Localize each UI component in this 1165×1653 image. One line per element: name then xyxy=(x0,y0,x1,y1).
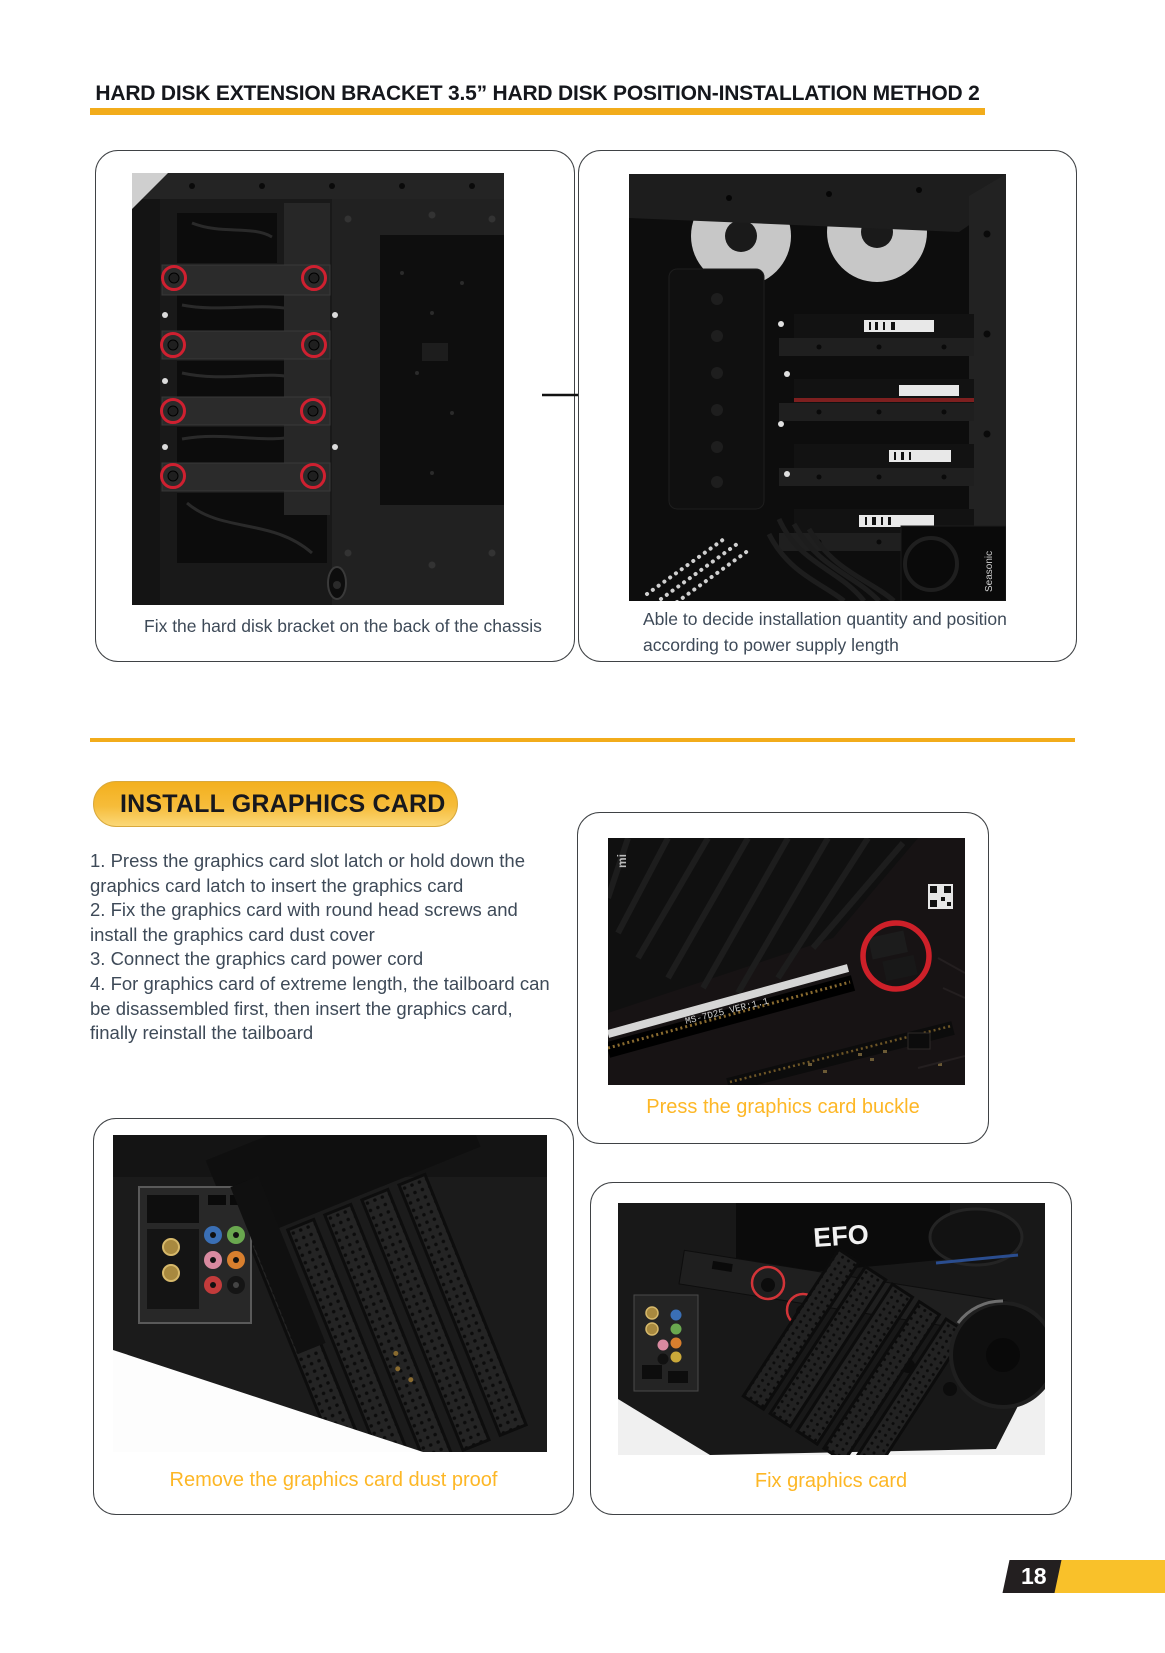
io-backplate xyxy=(138,1186,252,1324)
section-heading-label: INSTALL GRAPHICS CARD xyxy=(120,789,446,818)
card-install-quantity: Seasonic Able to decide installation qua… xyxy=(578,150,1077,662)
board-components xyxy=(808,957,965,1073)
qr-code xyxy=(928,884,953,909)
photo-rear-io xyxy=(113,1135,547,1452)
card-fix-bracket: Fix the hard disk bracket on the back of… xyxy=(95,150,575,662)
step-item: 1. Press the graphics card slot latch or… xyxy=(90,850,525,896)
section-heading-install-graphics-card: INSTALL GRAPHICS CARD xyxy=(93,781,458,827)
antenna-connector xyxy=(162,1238,180,1256)
photo-fix-graphics: EFO xyxy=(618,1203,1045,1455)
audio-jacks xyxy=(204,1226,245,1294)
gpu-brand-label: EFO xyxy=(812,1219,869,1253)
page-title: HARD DISK EXTENSION BRACKET 3.5” HARD DI… xyxy=(95,82,980,105)
antenna-connector xyxy=(162,1264,180,1282)
screw-highlight-circles xyxy=(160,265,327,489)
title-underline xyxy=(90,108,985,115)
psu xyxy=(900,525,1006,601)
step-item: 4. For graphics card of extreme length, … xyxy=(90,972,550,1044)
chassis-back-image xyxy=(132,173,504,605)
photo-chassis-back xyxy=(132,173,504,605)
caption-install-quantity: Able to decide installation quantity and… xyxy=(643,609,1007,656)
caption-remove-dust-proof: Remove the graphics card dust proof xyxy=(169,1469,498,1491)
rear-fan xyxy=(949,1299,1045,1409)
card-remove-dust-proof: Remove the graphics card dust proof xyxy=(93,1118,574,1515)
page-number: 18 xyxy=(1021,1563,1047,1589)
slot-covers xyxy=(741,1247,969,1455)
panel-holes xyxy=(162,312,338,450)
install-steps: 1. Press the graphics card slot latch or… xyxy=(90,849,557,1046)
cpu-cooler xyxy=(668,268,765,510)
rear-io-image xyxy=(113,1135,547,1452)
io-small xyxy=(633,1294,699,1392)
step-item: 3. Connect the graphics card power cord xyxy=(90,948,424,970)
rog-logo-dots xyxy=(645,537,751,601)
fix-graphics-image: EFO xyxy=(618,1203,1045,1455)
page-number-accent xyxy=(1054,1560,1165,1593)
photo-chassis-interior: Seasonic xyxy=(629,174,1006,601)
psu-cables xyxy=(766,517,896,601)
caption-press-buckle: Press the graphics card buckle xyxy=(646,1096,920,1118)
card-press-buckle: mi MS-7D25 VER:1.1 xyxy=(577,812,989,1144)
bracket-screws xyxy=(167,272,320,482)
gpu-shroud: EFO xyxy=(736,1203,1024,1279)
background-wedge xyxy=(113,1350,423,1452)
bracket-holes xyxy=(778,321,790,477)
photo-pcie-slot: mi MS-7D25 VER:1.1 xyxy=(608,838,965,1085)
card-fix-graphics: EFO xyxy=(590,1182,1072,1515)
hdmi-label: mi xyxy=(615,854,629,868)
caption-fix-bracket: Fix the hard disk bracket on the back of… xyxy=(144,616,542,636)
caption-fix-graphics: Fix graphics card xyxy=(754,1470,908,1492)
chassis-interior-image: Seasonic xyxy=(629,174,1006,601)
psu-brand-label: Seasonic xyxy=(984,551,995,592)
pcie-slot-image: mi MS-7D25 VER:1.1 xyxy=(608,838,965,1085)
section-divider xyxy=(90,738,1075,742)
step-item: 2. Fix the graphics card with round head… xyxy=(90,899,518,945)
pcb-dots xyxy=(400,271,464,475)
buckle-highlight-circle xyxy=(860,920,932,992)
slot-latch xyxy=(868,930,918,982)
chassis-frame xyxy=(969,174,1006,601)
